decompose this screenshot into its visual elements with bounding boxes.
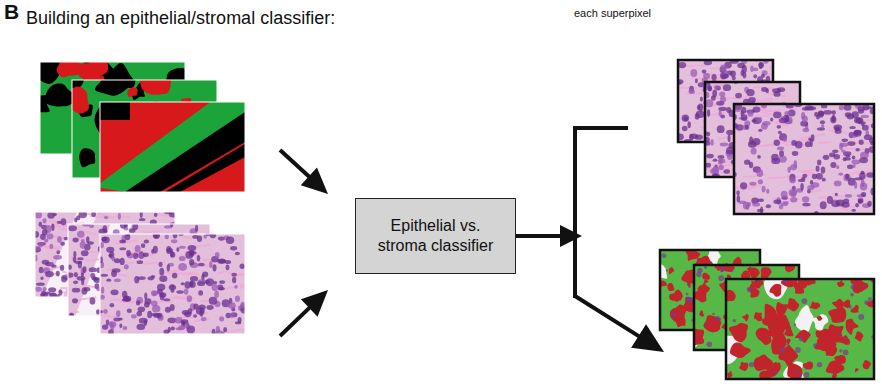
- arrow-line: [280, 150, 310, 178]
- arrow-line: [516, 234, 562, 238]
- arrow-head: [301, 290, 328, 317]
- process-box: Epithelial vs. stroma classifier: [355, 198, 516, 274]
- image-frame: [100, 102, 245, 192]
- box-label: Epithelial vs. stroma classifier: [364, 216, 507, 256]
- arrow-head: [560, 225, 582, 247]
- arrow-line: [280, 307, 311, 336]
- panel-letter: B: [4, 0, 19, 23]
- image-frame: [726, 279, 874, 379]
- tissue-image: [100, 102, 245, 192]
- tissue-image: [734, 104, 874, 214]
- branch-line: [575, 128, 628, 298]
- image-frame: [100, 234, 245, 334]
- image-frame: [734, 104, 874, 214]
- panel-title: Building an epithelial/stromal classifie…: [26, 8, 335, 28]
- tissue-image: [726, 279, 874, 379]
- arrow-line: [575, 296, 640, 337]
- arrow-head: [301, 168, 328, 194]
- tissue-image: [100, 234, 245, 334]
- arrow-head: [631, 324, 664, 352]
- note-text: each superpixel: [574, 7, 651, 19]
